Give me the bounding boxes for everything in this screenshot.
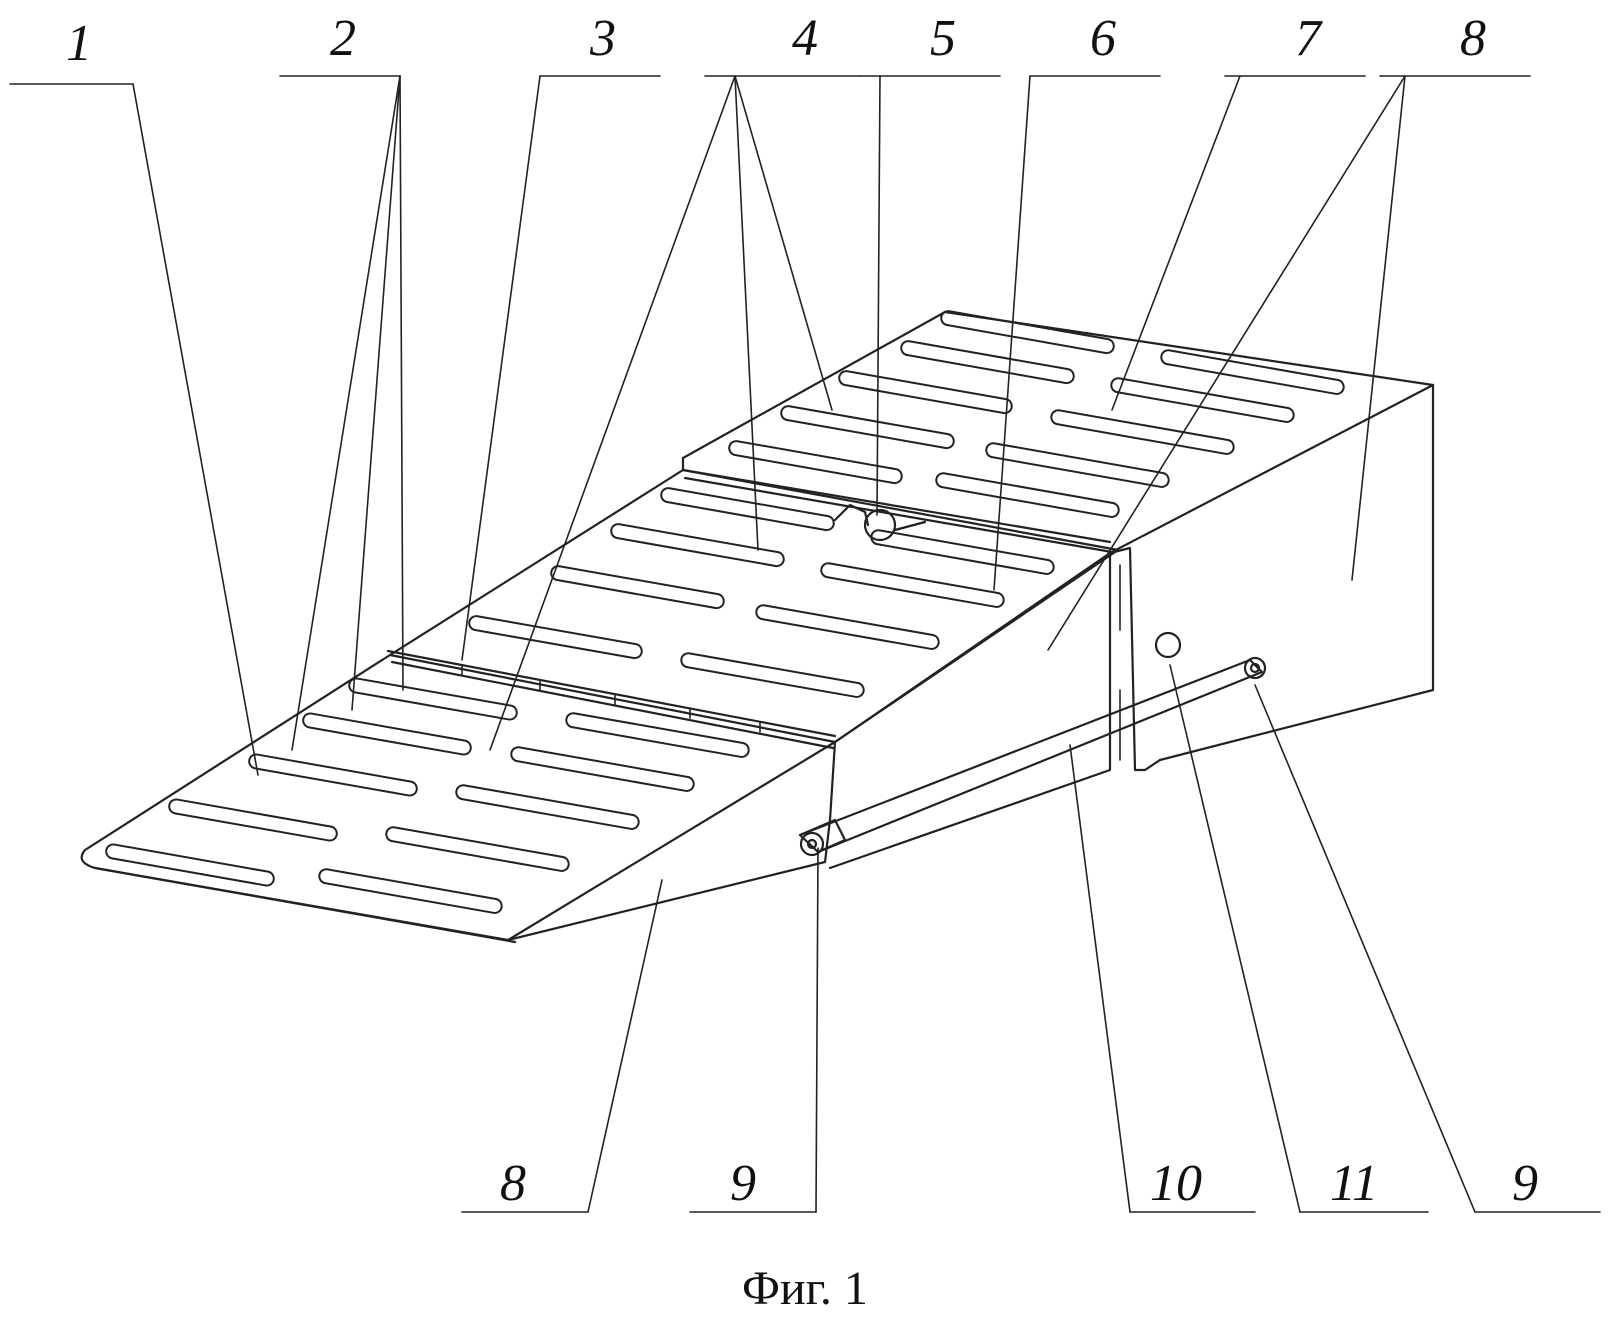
slots: [105, 310, 1345, 914]
reference-numerals: 1 2 3 4 5 6 7 8 8 9 10 11 9: [66, 10, 1538, 1212]
upper-hinge-strip: [681, 468, 1114, 554]
middle-section: [388, 468, 1120, 744]
label-bottom-9b: 9: [1512, 1155, 1538, 1212]
label-bottom-8: 8: [500, 1155, 526, 1212]
label-top-5: 5: [930, 10, 956, 67]
lower-flap: [80, 653, 837, 942]
upper-section: [681, 310, 1435, 555]
label-top-1: 1: [66, 15, 92, 72]
label-top-2: 2: [330, 10, 356, 67]
support-strut: [798, 631, 1267, 857]
pin-right: [1243, 656, 1267, 680]
lock-mechanism: [833, 503, 927, 542]
label-top-8: 8: [1460, 10, 1486, 67]
ramp-body: [80, 310, 1435, 944]
leader-pointers: [132, 75, 1476, 1213]
strut-bar: [798, 658, 1264, 854]
label-bottom-10: 10: [1150, 1155, 1202, 1212]
label-bottom-9a: 9: [730, 1155, 756, 1212]
hinge-strip: [386, 649, 837, 750]
stop-pin: [1154, 631, 1182, 659]
label-top-7: 7: [1295, 10, 1323, 67]
label-top-4: 4: [792, 10, 818, 67]
pin-left: [799, 831, 825, 857]
label-top-3: 3: [589, 10, 616, 67]
figure-caption: Фиг. 1: [742, 1262, 868, 1315]
label-bottom-11: 11: [1330, 1155, 1378, 1212]
label-top-6: 6: [1090, 10, 1116, 67]
top-leader-bars: [9, 75, 1531, 85]
upper-side-face: [1158, 383, 1435, 762]
lower-side-wall: [506, 740, 837, 942]
middle-side-face: [828, 551, 1112, 870]
